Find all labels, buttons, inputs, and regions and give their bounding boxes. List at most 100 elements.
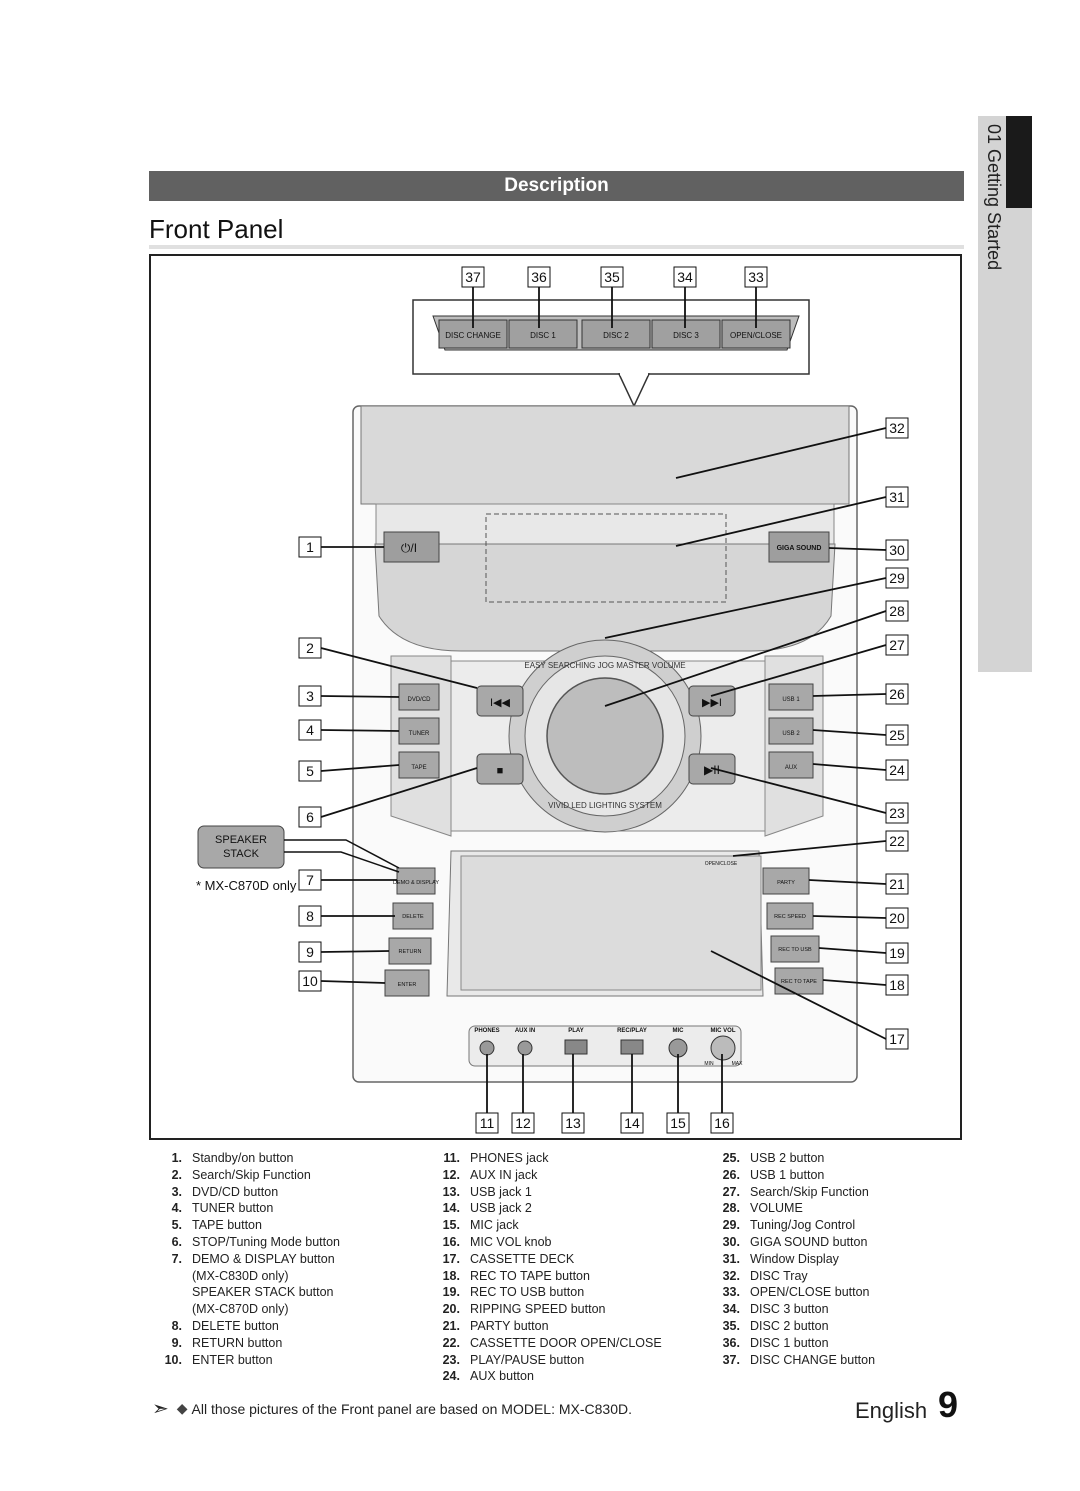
legend-item: 29.Tuning/Jog Control: [710, 1217, 875, 1234]
callout-right-12: 20: [889, 910, 905, 926]
legend-text: DVD/CD button: [192, 1184, 279, 1199]
legend-item: 11.PHONES jack: [430, 1150, 662, 1167]
legend-text: DEMO & DISPLAY button: [192, 1251, 335, 1266]
legend-number: [152, 1284, 182, 1301]
callout-right-4: 28: [889, 603, 905, 619]
legend-item: 1.Standby/on button: [152, 1150, 340, 1167]
jack-label-2: PLAY: [568, 1028, 583, 1034]
legend-item: 2. Search/Skip Function: [152, 1167, 340, 1184]
callout-left-9: 10: [302, 973, 318, 989]
legend-number: 10.: [164, 1352, 182, 1367]
legend-number: 28.: [722, 1201, 740, 1216]
page-title: Front Panel: [149, 214, 284, 244]
callout-bottom-1: 12: [515, 1115, 531, 1131]
legend-number: 25.: [722, 1151, 740, 1165]
disc-button-label-1: DISC 1: [530, 331, 556, 340]
jack-label-1: AUX IN: [515, 1028, 535, 1034]
legend-text: DISC Tray: [750, 1268, 808, 1283]
callout-left-0: 1: [306, 539, 314, 555]
legend-text: (MX-C830D only): [192, 1268, 289, 1283]
legend-number: 21.: [442, 1318, 460, 1333]
legend-item: 3.DVD/CD button: [152, 1184, 340, 1201]
legend-text: TAPE button: [192, 1218, 262, 1233]
callout-right-14: 18: [889, 977, 905, 993]
language-label: English: [855, 1398, 928, 1423]
legend-item: 14.USB jack 2: [430, 1200, 662, 1217]
callout-left-7: 8: [306, 908, 314, 924]
legend-number: 4.: [171, 1201, 182, 1216]
left-lower-button-label-3: ENTER: [398, 982, 417, 988]
jack-label-3: REC/PLAY: [617, 1028, 647, 1034]
legend-text: STOP/Tuning Mode button: [192, 1234, 341, 1249]
legend-number: 1.: [171, 1151, 182, 1165]
legend-number: 27.: [722, 1184, 740, 1199]
legend-item: 17.CASSETTE DECK: [430, 1251, 662, 1268]
legend-text: Search/Skip Function: [192, 1167, 311, 1182]
legend-number: [152, 1268, 182, 1285]
legend-number: 29.: [722, 1218, 740, 1233]
callout-right-2: 30: [889, 542, 905, 558]
note-arrow-icon: ➣: [152, 1398, 169, 1420]
legend-number: 15.: [442, 1218, 460, 1233]
legend-item: 26.USB 1 button: [710, 1167, 875, 1184]
legend-item: 27.Search/Skip Function: [710, 1184, 875, 1201]
legend-item: 33.OPEN/CLOSE button: [710, 1284, 875, 1301]
stop-glyph: ■: [497, 765, 504, 777]
legend-number: 18.: [442, 1268, 460, 1283]
callout-left-2: 3: [306, 688, 314, 704]
speaker-stack-line1: SPEAKER: [215, 834, 267, 846]
callout-right-3: 29: [889, 570, 905, 586]
disc-button-label-0: DISC CHANGE: [445, 331, 501, 340]
legend-item: 31. Window Display: [710, 1251, 875, 1268]
right-lower-button-label-2: REC TO USB: [778, 947, 812, 953]
legend-text: Window Display: [750, 1251, 839, 1266]
legend-text: DISC 2 button: [750, 1318, 829, 1333]
legend-text: SPEAKER STACK button: [192, 1285, 334, 1300]
legend-item: 25. USB 2 button: [710, 1150, 875, 1167]
legend-number: [152, 1301, 182, 1318]
legend-text: RIPPING SPEED button: [470, 1302, 606, 1317]
left-button-label-0: DVD/CD: [407, 697, 431, 703]
callout-bottom-3: 14: [624, 1115, 640, 1131]
legend-text: DISC 1 button: [750, 1335, 829, 1350]
legend-text: AUX button: [470, 1369, 534, 1384]
chapter-tab-marker: [1006, 116, 1032, 208]
jack-label-0: PHONES: [474, 1028, 499, 1034]
legend-number: 22.: [442, 1335, 460, 1350]
legend-item: 4.TUNER button: [152, 1200, 340, 1217]
right-button-label-1: USB 2: [782, 731, 800, 737]
legend-text: USB 2 button: [750, 1151, 825, 1165]
callout-right-5: 27: [889, 637, 905, 653]
legend-text: CASSETTE DOOR OPEN/CLOSE: [470, 1335, 662, 1350]
legend-number: 11.: [443, 1151, 460, 1165]
legend-item: 36.DISC 1 button: [710, 1335, 875, 1352]
legend-item: 8.DELETE button: [152, 1318, 340, 1335]
ring-text-top: EASY SEARCHING JOG MASTER VOLUME: [524, 661, 685, 670]
chapter-tab: 01 Getting Started: [978, 116, 1032, 672]
legend-number: 2.: [171, 1167, 182, 1182]
callout-left-8: 9: [306, 944, 314, 960]
disc-button-label-4: OPEN/CLOSE: [730, 331, 782, 340]
note-text: All those pictures of the Front panel ar…: [191, 1400, 632, 1417]
legend-item: 35.DISC 2 button: [710, 1318, 875, 1335]
legend-number: 31.: [722, 1251, 740, 1266]
callout-right-0: 32: [889, 420, 905, 436]
legend-item: 28.VOLUME: [710, 1200, 875, 1217]
legend-text: PLAY/PAUSE button: [470, 1352, 585, 1367]
legend-item: (MX-C830D only): [152, 1268, 340, 1285]
speaker-stack-line2: STACK: [223, 848, 260, 860]
legend-text: USB 1 button: [750, 1167, 825, 1182]
legend-text: CASSETTE DECK: [470, 1251, 575, 1266]
skip-fwd-glyph: ▶▶I: [702, 697, 722, 709]
giga-sound-label: GIGA SOUND: [777, 545, 822, 552]
legend-item: 12.AUX IN jack: [430, 1167, 662, 1184]
callout-right-9: 23: [889, 805, 905, 821]
callout-right-15: 17: [889, 1031, 905, 1047]
legend-text: OPEN/CLOSE button: [750, 1285, 870, 1300]
callout-top-0: 37: [465, 269, 481, 285]
diamond-icon: ◆: [176, 1400, 188, 1416]
unit-body: ⏻/I GIGA SOUND OPEN/CLOSE EASY SEARCHING…: [352, 405, 858, 1083]
